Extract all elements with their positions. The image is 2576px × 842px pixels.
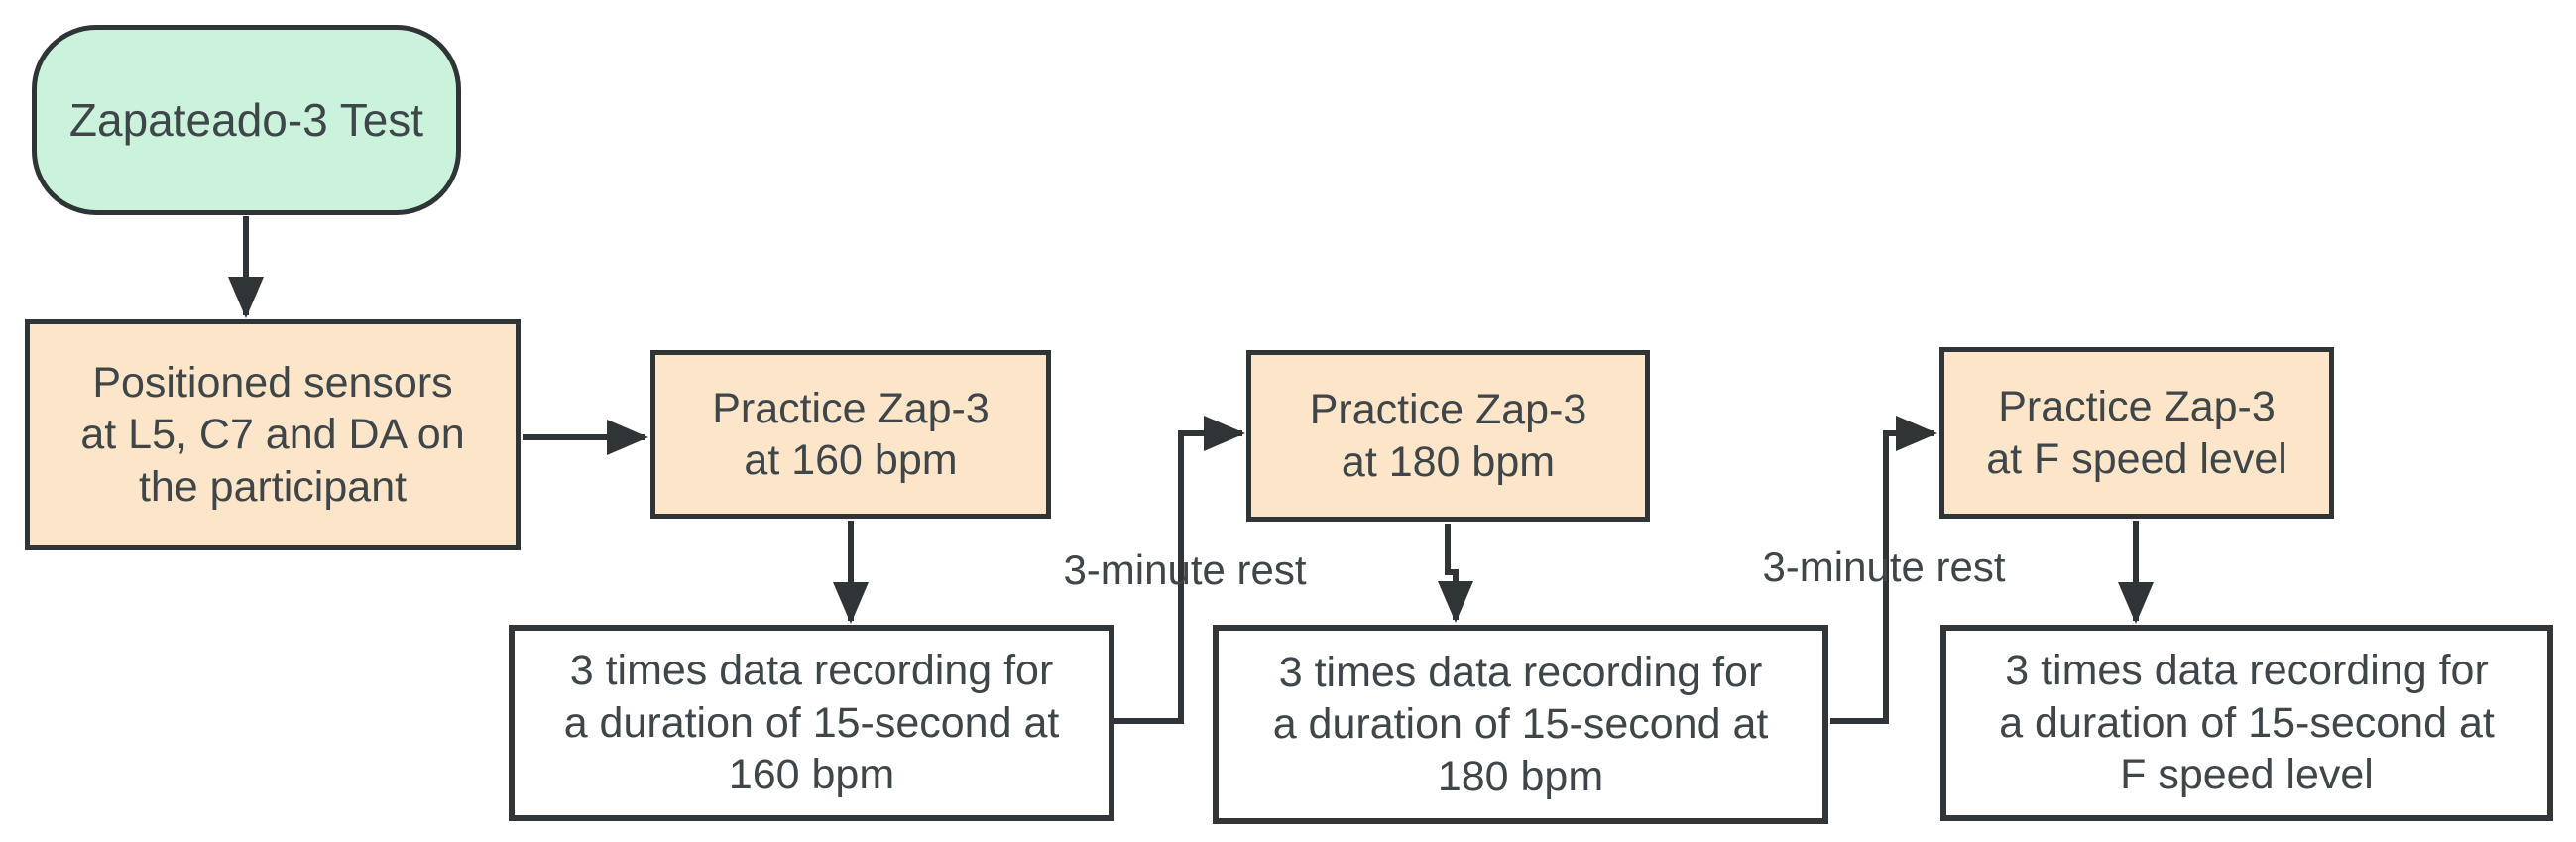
node-recording-180bpm: 3 times data recording for a duration of… [1213, 625, 1828, 824]
node-practice-180-label: Practice Zap-3 at 180 bpm [1309, 386, 1587, 486]
node-recording-160-label: 3 times data recording for a duration of… [563, 647, 1060, 799]
node-practice-f-label: Practice Zap-3 at F speed level [1986, 383, 2287, 483]
arrow-record180-to-practicef [1830, 416, 1937, 724]
node-practice-zap3-160bpm: Practice Zap-3 at 160 bpm [650, 350, 1051, 519]
node-recording-f-speed: 3 times data recording for a duration of… [1940, 625, 2553, 821]
node-practice-160-label: Practice Zap-3 at 160 bpm [712, 384, 990, 484]
node-recording-160bpm: 3 times data recording for a duration of… [509, 625, 1114, 821]
node-start-label: Zapateado-3 Test [68, 93, 424, 146]
node-start-zapateado-3-test: Zapateado-3 Test [32, 25, 461, 215]
node-recording-f-label: 3 times data recording for a duration of… [1999, 647, 2495, 799]
edge-label-rest-2: 3-minute rest [1762, 543, 2006, 590]
arrow-record160-to-practice180 [1114, 416, 1245, 724]
node-practice-zap3-180bpm: Practice Zap-3 at 180 bpm [1246, 350, 1650, 522]
node-practice-zap3-f-speed: Practice Zap-3 at F speed level [1939, 347, 2334, 519]
node-recording-180-label: 3 times data recording for a duration of… [1272, 648, 1769, 800]
edge-label-rest-1: 3-minute rest [1063, 546, 1307, 593]
node-positioned-sensors: Positioned sensors at L5, C7 and DA on t… [25, 319, 521, 550]
arrow-practice180-to-record180 [1438, 524, 1473, 623]
node-positioned-sensors-label: Positioned sensors at L5, C7 and DA on t… [80, 358, 465, 511]
